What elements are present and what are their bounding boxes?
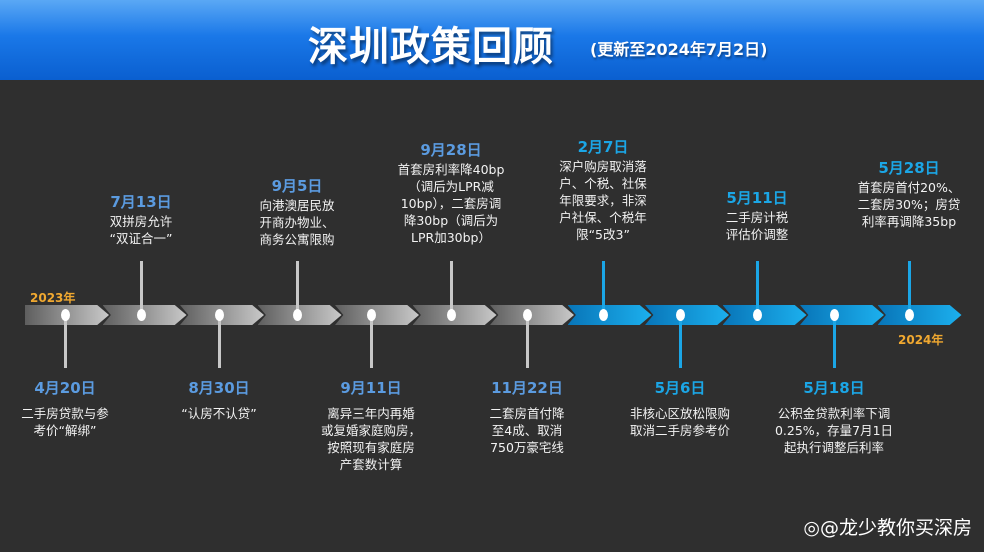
timeline-marker xyxy=(904,309,914,321)
connector-line xyxy=(449,261,453,313)
event-description: 首套房首付20%、 二套房30%；房贷 利率再调降35bp xyxy=(857,180,961,229)
event-description: 首套房利率降40bp （调后为LPR减 10bp），二套房调 降30bp（调后为… xyxy=(397,162,505,245)
event-date: 7月13日 xyxy=(110,193,172,211)
event-description: 二手房计税 评估价调整 xyxy=(725,210,789,242)
timeline-marker xyxy=(829,309,839,321)
event-description: “认房不认贷” xyxy=(181,406,257,421)
event-description: 二手房贷款与参 考价“解绑” xyxy=(21,406,109,438)
connector-line xyxy=(678,318,682,368)
connector-line xyxy=(755,261,759,313)
connector-line xyxy=(525,318,529,368)
timeline-marker xyxy=(136,309,146,321)
event-description: 离异三年内再婚 或复婚家庭购房， 按照现有家庭房 产套数计算 xyxy=(320,406,421,472)
update-date: (更新至2024年7月2日) xyxy=(590,40,768,59)
timeline-marker xyxy=(598,309,608,321)
timeline-marker xyxy=(366,309,376,321)
event-date: 9月5日 xyxy=(271,177,323,195)
event-date: 5月6日 xyxy=(654,379,706,397)
connector-line xyxy=(295,261,299,313)
event-description: 向港澳居民放 开商办物业、 商务公寓限购 xyxy=(259,198,335,247)
timeline-marker xyxy=(752,309,762,321)
connector-line xyxy=(907,261,911,313)
header-banner: 深圳政策回顾 (更新至2024年7月2日) xyxy=(0,0,984,80)
event-date: 8月30日 xyxy=(188,379,250,397)
event-date: 4月20日 xyxy=(34,379,96,397)
watermark: ◎@龙少教你买深房 xyxy=(803,517,972,539)
timeline-marker xyxy=(446,309,456,321)
timeline-segment xyxy=(800,305,884,325)
timeline-segment xyxy=(645,305,729,325)
timeline-segment xyxy=(877,305,962,325)
event-date: 9月11日 xyxy=(340,379,402,397)
connector-line xyxy=(63,318,67,368)
event-date: 11月22日 xyxy=(491,379,563,397)
timeline-marker xyxy=(522,309,532,321)
event-date: 2月7日 xyxy=(577,138,629,156)
timeline-marker xyxy=(60,309,70,321)
timeline-marker xyxy=(214,309,224,321)
timeline-segment xyxy=(490,305,574,325)
event-description: 公积金贷款利率下调 0.25%，存量7月1日 起执行调整后利率 xyxy=(774,406,894,455)
event-description: 双拼房允许 “双证合一” xyxy=(109,214,173,246)
timeline-segment xyxy=(567,305,652,325)
timeline-segment xyxy=(722,305,807,325)
connector-line xyxy=(139,261,143,313)
start-year-label: 2023年 xyxy=(30,291,76,305)
end-year-label: 2024年 xyxy=(898,333,944,347)
weibo-icon: ◎ xyxy=(803,517,820,539)
connector-line xyxy=(369,318,373,368)
event-description: 深户购房取消落 户、个税、社保 年限要求，非深 户社保、个税年 限“5改3” xyxy=(559,159,647,242)
event-description: 非核心区放松限购 取消二手房参考价 xyxy=(629,406,730,438)
event-date: 9月28日 xyxy=(420,141,482,159)
event-date: 5月28日 xyxy=(878,159,940,177)
event-description: 二套房首付降 至4成、取消 750万豪宅线 xyxy=(489,406,565,455)
timeline-segment xyxy=(335,305,419,325)
event-date: 5月11日 xyxy=(726,189,788,207)
connector-line xyxy=(217,318,221,368)
page-title: 深圳政策回顾 xyxy=(308,24,554,70)
timeline-marker xyxy=(292,309,302,321)
timeline-marker xyxy=(675,309,685,321)
connector-line xyxy=(832,318,836,368)
event-date: 5月18日 xyxy=(803,379,865,397)
connector-line xyxy=(601,261,605,313)
